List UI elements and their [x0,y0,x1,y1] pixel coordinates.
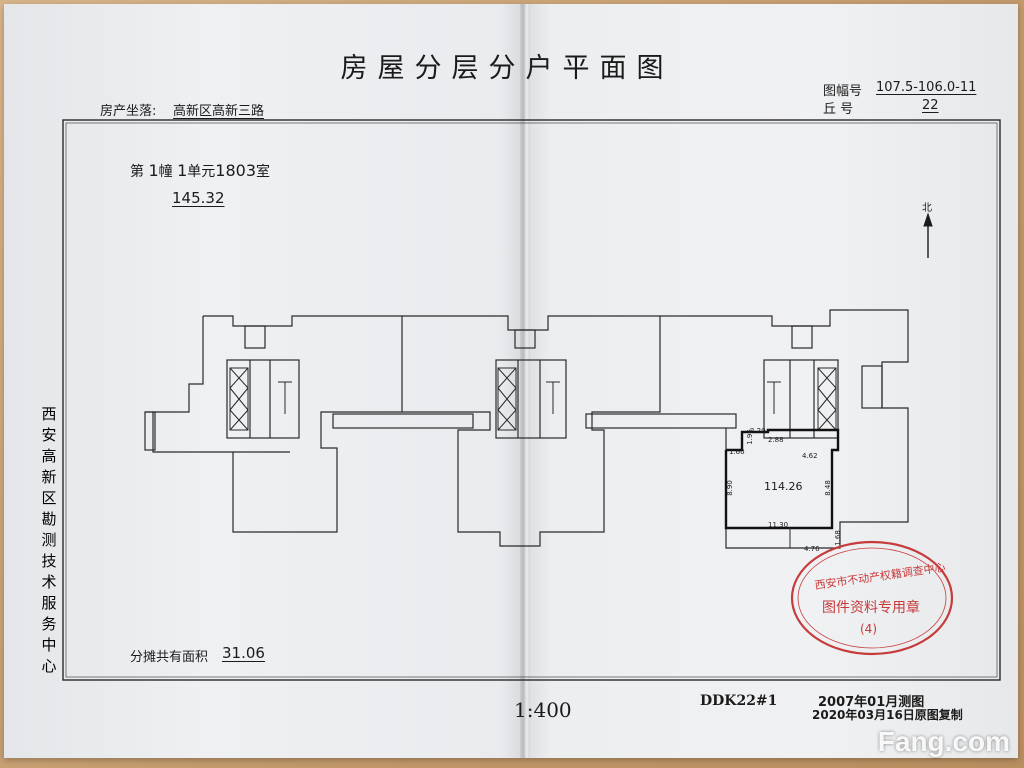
org-char: 新 [41,468,57,486]
sheet-value: 107.5-106.0-11 [876,80,977,95]
official-stamp [790,540,954,656]
org-char: 技 [41,552,57,570]
drawing-code: DDK22#1 [700,693,778,709]
unit-suffix: 单元 [187,164,216,180]
survey-date: 2007年01月测图 [818,695,925,710]
stamp-inner-text: 图件资料专用章 [822,600,920,616]
hill-value: 22 [922,98,939,113]
sheet-label: 图幅号 [823,84,863,99]
stamp-number: (4) [860,622,877,636]
hill-label: 丘 号 [823,102,854,117]
drawing-scale: 1:400 [514,698,572,722]
dim-bottom: 11.30 [768,521,789,529]
unit-number: 1 [177,161,188,180]
total-area: 145.32 [172,189,225,207]
page-fold [520,4,530,758]
site-watermark: Fang.com [877,726,1010,757]
dim-bottom-ext: 4.76 [804,545,820,553]
apartment-1803-outline [724,428,840,530]
location-value: 高新区高新三路 [173,104,265,119]
org-char: 高 [41,447,57,465]
location-label: 房产坐落: [100,104,157,119]
drawing-frame-inner [65,122,998,678]
north-arrow [923,212,933,258]
org-char: 安 [41,426,57,444]
org-char: 测 [41,531,57,549]
org-char: 务 [41,615,57,633]
org-char: 西 [41,405,57,423]
unit-heading: 第 1幢 1单元1803室 [130,161,270,181]
room-number: 1803 [215,161,256,180]
building-suffix: 幢 [158,164,173,180]
room-suffix: 室 [256,164,270,180]
north-label: 北 [922,203,932,214]
org-char: 中 [41,636,57,654]
copy-date: 2020年03月16日原图复制 [812,708,963,722]
dim-left: 8.90 [725,480,734,496]
org-char: 服 [41,594,57,612]
apartment-area: 114.26 [764,480,803,493]
dim-right: 8.48 [823,480,832,496]
dim-top-b: 2.20 [750,427,766,435]
document-sheet [4,4,1018,758]
org-char: 术 [41,573,57,591]
core-symbols [229,367,837,431]
dim-bottom-right: 1.68 [833,530,842,546]
unit-prefix: 第 [130,164,144,180]
dim-top-c: 2.88 [768,436,784,444]
org-char: 心 [41,657,57,675]
org-char: 勘 [41,510,57,528]
page-title: 房屋分层分户平面图 [340,53,674,84]
org-char: 区 [41,489,57,507]
shared-area-label: 分摊共有面积 [130,650,209,665]
dim-right-top: 4.62 [802,452,818,460]
shared-area-value: 31.06 [222,644,265,662]
surveying-org-vertical: 西 安 高 新 区 勘 测 技 术 服 务 中 心 [40,404,58,677]
apartment-extension [789,528,841,549]
dim-left-top: 1.60 [729,448,745,456]
building-number: 1 [148,161,159,180]
drawing-frame [62,119,1001,681]
